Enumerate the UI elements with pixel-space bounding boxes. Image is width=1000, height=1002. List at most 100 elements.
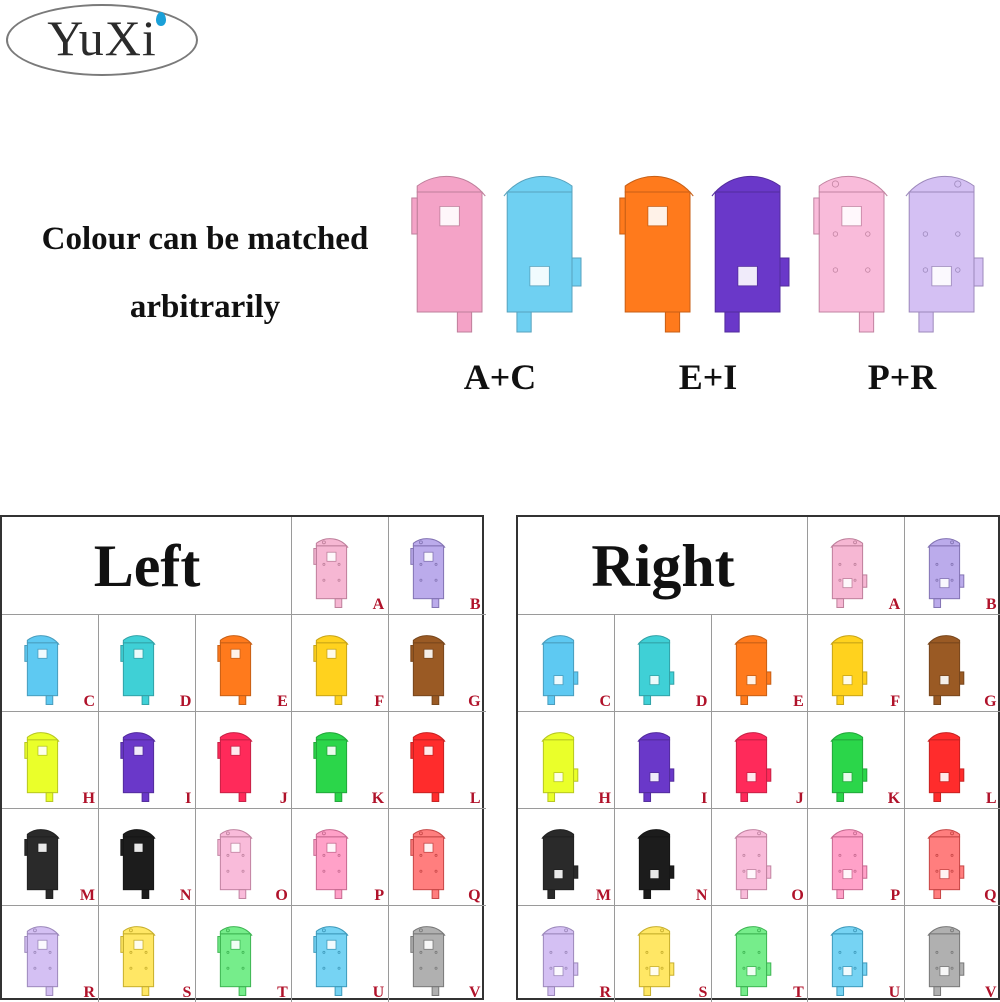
shell-left-image — [619, 175, 694, 333]
shell-image — [637, 732, 675, 802]
shell-variant-h[interactable]: H — [518, 711, 615, 808]
shell-variant-o[interactable]: O — [711, 808, 808, 905]
grid-line — [2, 711, 486, 712]
shell-variant-k[interactable]: K — [807, 711, 904, 808]
water-drop-icon — [156, 12, 166, 26]
shell-variant-c[interactable]: C — [518, 614, 615, 711]
shell-variant-a[interactable]: A — [807, 517, 904, 614]
shell-variant-k[interactable]: K — [291, 711, 388, 808]
shell-variant-m[interactable]: M — [2, 808, 99, 905]
shell-image — [313, 926, 349, 996]
variant-letter: N — [695, 887, 708, 904]
shell-image — [734, 829, 772, 899]
variant-letter: U — [372, 984, 385, 1001]
shell-variant-b[interactable]: B — [388, 517, 485, 614]
shell-image — [120, 635, 156, 705]
shell-variant-r[interactable]: R — [518, 905, 615, 1002]
shell-variant-s[interactable]: S — [614, 905, 711, 1002]
shell-image — [313, 538, 349, 608]
shell-image — [313, 829, 349, 899]
shell-variant-f[interactable]: F — [807, 614, 904, 711]
variant-letter: G — [984, 693, 997, 710]
shell-variant-t[interactable]: T — [711, 905, 808, 1002]
shell-variant-l[interactable]: L — [388, 711, 485, 808]
variant-letter: O — [791, 887, 804, 904]
variant-letter: A — [372, 596, 385, 613]
shell-image — [409, 538, 446, 608]
shell-variant-r[interactable]: R — [2, 905, 99, 1002]
shell-variant-u[interactable]: U — [291, 905, 388, 1002]
variant-letter: L — [985, 790, 997, 807]
grid-line — [903, 517, 905, 1002]
shell-image — [734, 732, 772, 802]
variant-letter: K — [887, 790, 901, 807]
shell-variant-m[interactable]: M — [518, 808, 615, 905]
shell-image — [637, 829, 675, 899]
shell-image — [927, 635, 964, 705]
variant-letter: E — [277, 693, 288, 710]
variant-letter: N — [179, 887, 192, 904]
shell-left-image — [411, 175, 486, 333]
shell-variant-c[interactable]: C — [2, 614, 99, 711]
shell-variant-d[interactable]: D — [614, 614, 711, 711]
shell-image — [24, 926, 60, 996]
variant-letter: P — [890, 887, 901, 904]
shell-image — [927, 732, 964, 802]
brand-logo: YuXi — [6, 4, 198, 76]
shell-image — [541, 732, 579, 802]
shell-variant-a[interactable]: A — [291, 517, 388, 614]
shell-variant-i[interactable]: I — [614, 711, 711, 808]
variant-letter: T — [793, 984, 804, 1001]
variant-letter: F — [374, 693, 385, 710]
variant-letter: E — [793, 693, 804, 710]
shell-variant-l[interactable]: L — [904, 711, 1000, 808]
shell-image — [541, 829, 579, 899]
shell-variant-t[interactable]: T — [195, 905, 292, 1002]
shell-variant-g[interactable]: G — [388, 614, 485, 711]
shell-image — [830, 732, 868, 802]
variant-letter: B — [469, 596, 481, 613]
shell-image — [409, 926, 446, 996]
variant-letter: S — [182, 984, 192, 1001]
variant-letter: H — [82, 790, 95, 807]
shell-variant-q[interactable]: Q — [388, 808, 485, 905]
variant-letter: L — [469, 790, 481, 807]
shell-variant-p[interactable]: P — [291, 808, 388, 905]
shell-variant-g[interactable]: G — [904, 614, 1000, 711]
variant-letter: K — [371, 790, 385, 807]
shell-variant-j[interactable]: J — [195, 711, 292, 808]
shell-variant-v[interactable]: V — [904, 905, 1000, 1002]
shell-image — [24, 732, 60, 802]
variant-letter: I — [185, 790, 192, 807]
variant-letter: G — [468, 693, 481, 710]
shell-variant-n[interactable]: N — [98, 808, 195, 905]
shell-variant-v[interactable]: V — [388, 905, 485, 1002]
shell-variant-d[interactable]: D — [98, 614, 195, 711]
shell-variant-e[interactable]: E — [711, 614, 808, 711]
shell-image — [830, 829, 868, 899]
variant-letter: V — [985, 984, 997, 1001]
shell-variant-n[interactable]: N — [614, 808, 711, 905]
shell-variant-j[interactable]: J — [711, 711, 808, 808]
shell-variant-i[interactable]: I — [98, 711, 195, 808]
variant-letter: T — [277, 984, 288, 1001]
shell-image — [927, 926, 964, 996]
shell-right-image — [711, 175, 790, 333]
variant-letter: R — [599, 984, 611, 1001]
shell-variant-f[interactable]: F — [291, 614, 388, 711]
shell-image — [120, 732, 156, 802]
shell-variant-e[interactable]: E — [195, 614, 292, 711]
shell-variant-s[interactable]: S — [98, 905, 195, 1002]
shell-variant-h[interactable]: H — [2, 711, 99, 808]
grid-line — [291, 517, 293, 1002]
shell-variant-o[interactable]: O — [195, 808, 292, 905]
shell-variant-u[interactable]: U — [807, 905, 904, 1002]
shell-image — [830, 926, 868, 996]
shell-image — [217, 732, 253, 802]
shell-variant-q[interactable]: Q — [904, 808, 1000, 905]
shell-variant-b[interactable]: B — [904, 517, 1000, 614]
variant-letter: O — [275, 887, 288, 904]
shell-variant-p[interactable]: P — [807, 808, 904, 905]
